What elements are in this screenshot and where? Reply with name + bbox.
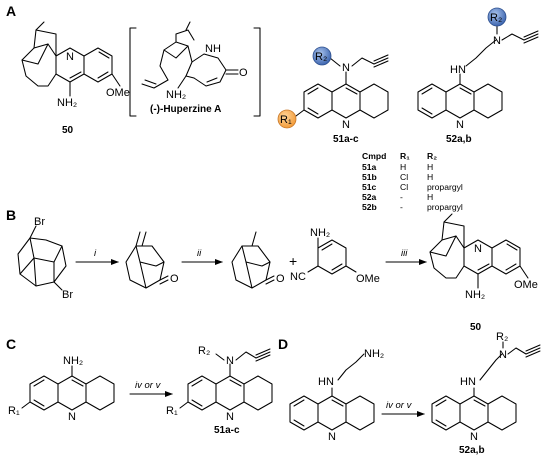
structure-bicyclic-ketone [231,231,275,289]
structure-compound-52 [417,25,539,119]
compound-52-hn: HN [450,64,466,76]
panel-label-b: B [6,207,16,223]
structure-methylene-ketone [125,231,169,289]
table-cell-r2: propargyl [427,202,463,212]
table-cell-r2: propargyl [427,182,463,192]
table-cell-r1: - [400,192,403,202]
table-cell-r2: H [427,162,433,172]
product-50-ring-n: N [474,243,482,255]
compound-52-ring-n: N [456,119,464,131]
structure-product-50 [429,213,529,289]
compound-51-r2: R₂ [315,51,327,63]
table-cell-cmpd: 52b [362,202,377,212]
plus-sign: + [289,253,297,269]
structure-compound-50 [21,21,121,97]
reagent-methoxy: OMe [356,273,380,285]
table-cell-cmpd: 52a [362,192,377,202]
tacrine-ring-n: N [68,411,76,423]
product-50-methoxy: OMe [514,279,538,291]
product-50-label: 50 [470,322,482,333]
aminoethyl-amine: NH₂ [364,348,384,360]
step-label-i: i [94,248,97,259]
ketone-oxygen-1: O [170,273,179,285]
table-cell-cmpd: 51b [362,172,377,182]
step-label-iii: iii [401,248,408,259]
br-bottom: Br [62,289,73,301]
step-label-c: iv or v [135,380,162,391]
aminoethyl-ring-n: N [328,431,336,443]
structure-huperzine-a [129,21,261,117]
compound-52-r2: R₂ [490,12,502,24]
product-51-r1: R₁ [166,405,178,417]
step-label-ii: ii [197,248,202,259]
product-51-ring-n: N [226,411,234,423]
compound-52-label: 52a,b [446,134,472,145]
structure-aminoethyl-tacrine [289,353,375,431]
product-50-amine: NH₂ [465,289,485,301]
product-52-amine-n: N [499,349,507,361]
br-top: Br [34,216,45,228]
table-cell-r1: H [400,162,406,172]
table-cell-r2: H [427,192,433,202]
structure-product-51 [179,348,273,411]
compound-50-ring-n: N [66,51,74,63]
table-cell-cmpd: 51c [362,182,377,192]
compound-50-amine: NH₂ [57,97,77,109]
structure-compound-51 [295,54,389,119]
table-header-cmpd: Cmpd [362,151,386,161]
huperzine-nh: NH [205,43,221,55]
r2-highlight-circle-52 [487,7,507,27]
panel-label-c: C [6,336,16,352]
huperzine-name: (-)-Huperzine A [150,104,221,115]
panel-label-a: A [6,3,16,19]
product-52-r2: R₂ [496,331,508,343]
huperzine-amine: NH₂ [166,89,186,101]
structure-tacrine-start [21,365,115,411]
tacrine-r1: R₁ [8,405,20,417]
structure-product-52 [431,341,541,431]
structure-dibromoadamantane [17,225,67,291]
tacrine-amine: NH₂ [63,355,83,367]
product-51-label: 51a-c [214,425,240,436]
reagent-nitrile: NC [290,271,306,283]
table-header-r1: R₁ [400,151,410,161]
compound-51-amine-n: N [342,62,350,74]
product-52-label: 52a,b [459,445,485,456]
reagent-amine: NH₂ [310,227,330,239]
r1-highlight-circle [277,109,297,129]
table-header-r2: R₂ [427,151,437,161]
structure-aminobenzonitrile [307,237,357,275]
panel-label-d: D [278,336,288,352]
product-51-r2: R₂ [198,345,210,357]
compound-50-methoxy: OMe [106,87,130,99]
substituent-table: Cmpd R₁ R₂ 51a H H 51b Cl H 51c Cl propa… [362,151,463,212]
ketone-oxygen-2: O [276,273,285,285]
table-cell-r2: H [427,172,433,182]
product-51-amine-n: N [226,355,234,367]
table-cell-r1: - [400,202,403,212]
compound-51-label: 51a-c [333,134,359,145]
compound-50-label: 50 [62,125,74,136]
table-cell-r1: Cl [400,172,408,182]
product-52-hn: HN [460,376,476,388]
step-label-d: iv or v [386,400,413,411]
compound-51-ring-n: N [342,119,350,131]
table-cell-cmpd: 51a [362,162,377,172]
aminoethyl-hn: HN [318,376,334,388]
r2-highlight-circle [312,46,332,66]
table-cell-r1: Cl [400,182,408,192]
huperzine-oxygen: O [239,67,248,79]
compound-52-amine-n: N [493,35,501,47]
product-52-ring-n: N [470,431,478,443]
compound-51-r1: R₁ [280,114,292,126]
